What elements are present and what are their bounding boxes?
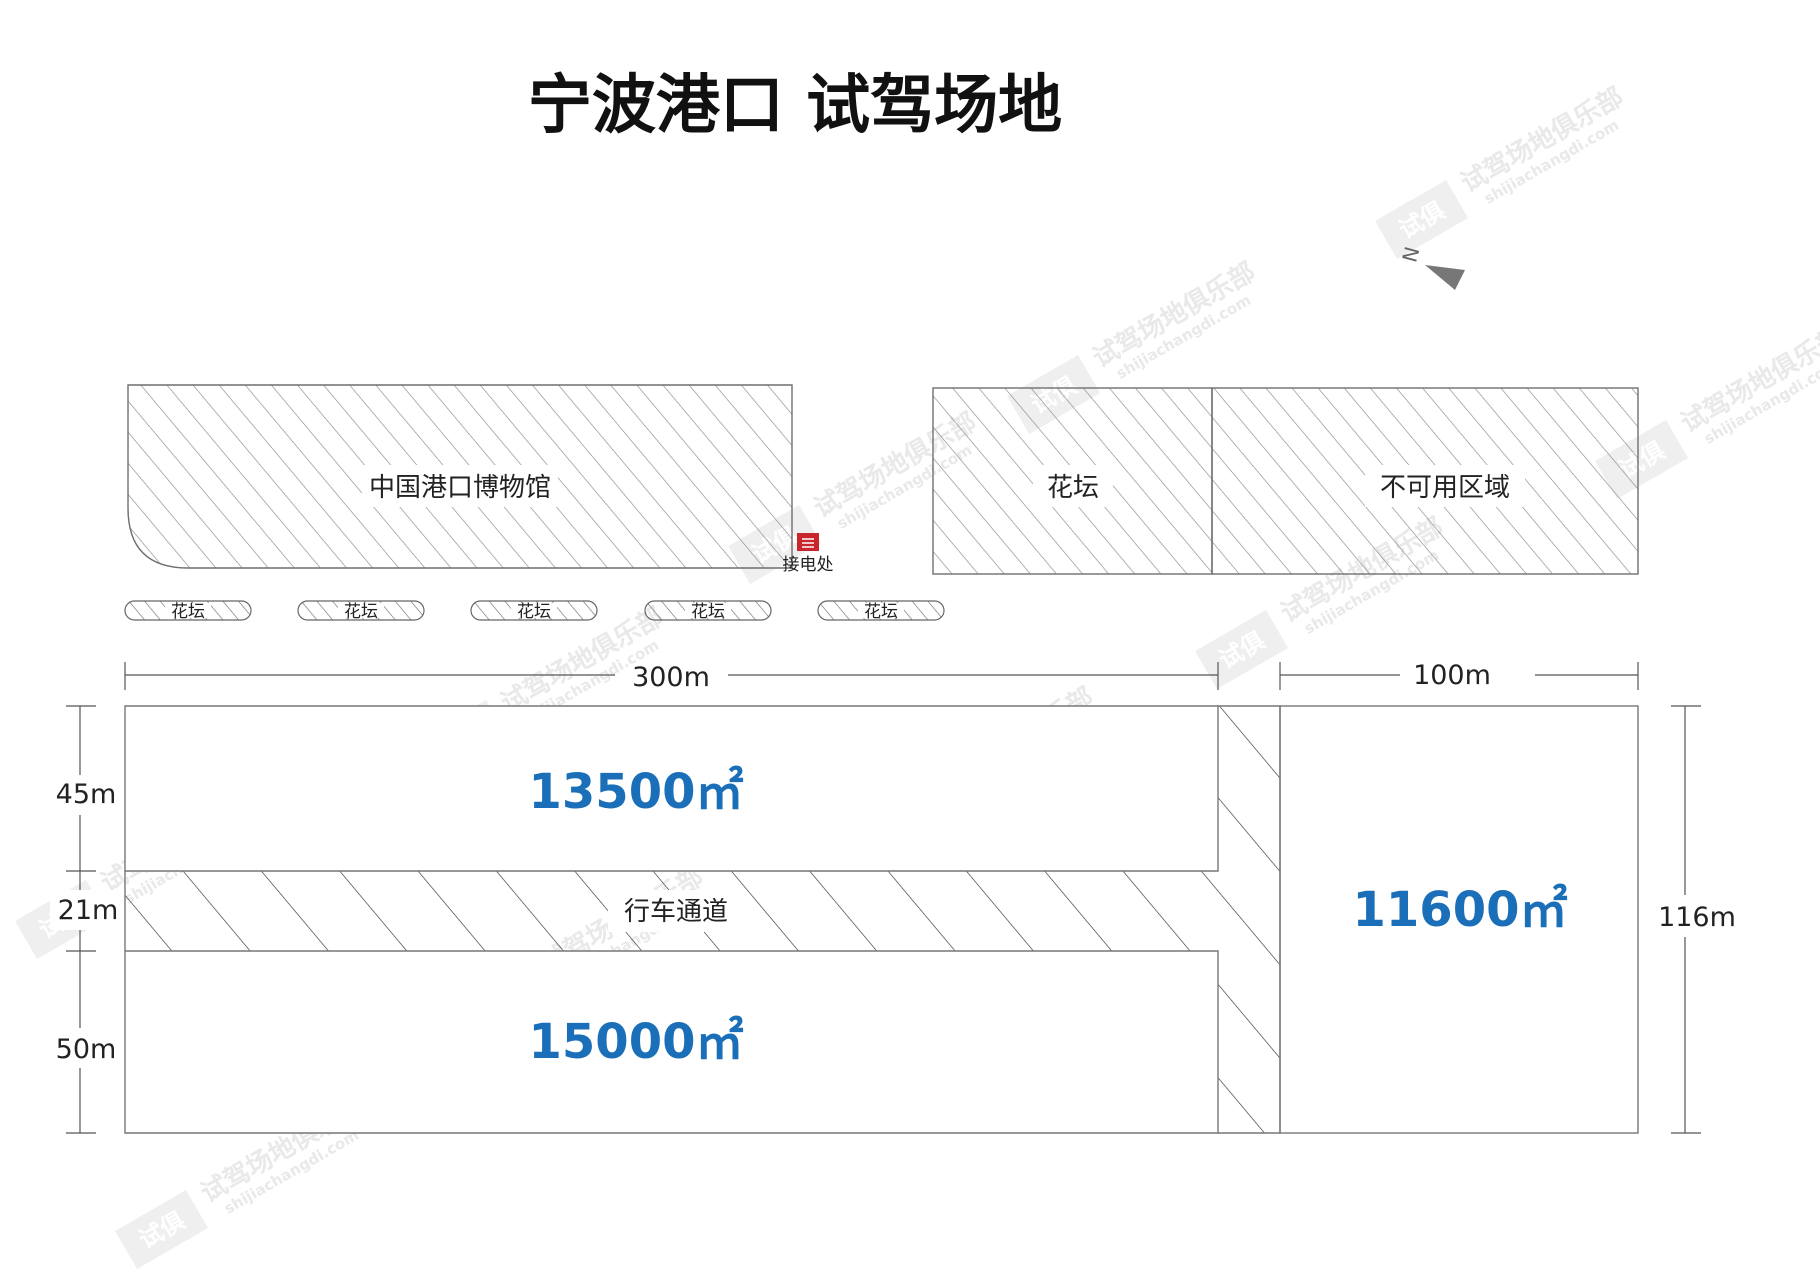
area-right [1279, 705, 1639, 1134]
unusable-label: 不可用区域 [1380, 473, 1510, 503]
unusable-zone: 不可用区域 [1211, 387, 1639, 575]
small-flowerbeds: 花坛 花坛 花坛 花坛 花坛 [124, 600, 945, 622]
height-bottom-label: 50m [56, 1034, 117, 1065]
width-dimension-right: 100m [1279, 660, 1639, 691]
page-title: 宁波港口 试驾场地 [528, 69, 1062, 143]
height-mid-label: 21m [58, 895, 119, 926]
height-top-label: 45m [56, 779, 117, 810]
area-right-value: 11600㎡ [1353, 882, 1568, 938]
small-flowerbed-label: 花坛 [171, 602, 205, 622]
area-top-value: 13500㎡ [529, 764, 744, 820]
height-right-label: 116m [1658, 902, 1736, 933]
width-dimension-main: 300m [124, 662, 1219, 693]
area-bottom-value: 15000㎡ [529, 1014, 744, 1070]
north-arrow-icon [1425, 265, 1465, 290]
area-top [124, 705, 1219, 872]
height-dimension-left: 45m 21m 50m [50, 705, 125, 1134]
power-icon [797, 533, 819, 551]
small-flowerbed-label: 花坛 [864, 602, 898, 622]
width-main-label: 300m [632, 662, 710, 693]
watermark-logo-icon [115, 1189, 209, 1270]
museum-zone: 中国港口博物馆 [127, 384, 793, 569]
driveway-label: 行车通道 [624, 897, 728, 927]
small-flowerbed-label: 花坛 [344, 602, 378, 622]
test-drive-site: 行车通道 13500㎡ 15000㎡ 11600㎡ [124, 705, 1639, 1134]
small-flowerbed-label: 花坛 [517, 602, 551, 622]
north-arrow: N [1397, 244, 1465, 290]
small-flowerbed-label: 花坛 [691, 602, 725, 622]
height-dimension-right: 116m [1652, 705, 1740, 1134]
flowerbed-zone: 花坛 [932, 387, 1213, 575]
museum-label: 中国港口博物馆 [369, 473, 551, 503]
watermark-logo-icon [1375, 179, 1469, 260]
north-label: N [1397, 244, 1424, 265]
flowerbed-label: 花坛 [1047, 473, 1099, 503]
power-label: 接电处 [783, 555, 834, 575]
power-point: 接电处 [783, 533, 834, 575]
width-right-label: 100m [1413, 660, 1491, 691]
